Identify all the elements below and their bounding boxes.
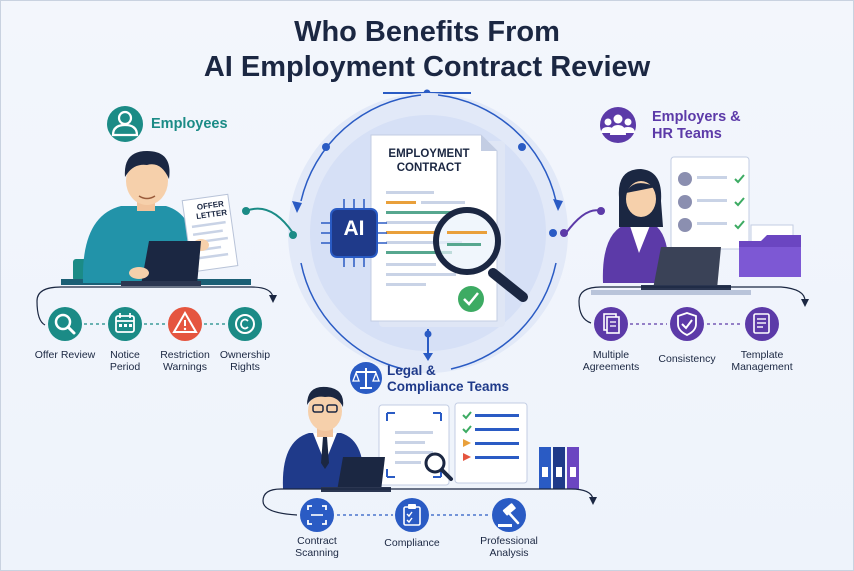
warning-icon	[168, 307, 202, 341]
gavel-icon	[492, 498, 526, 532]
employee-illustration	[61, 151, 251, 286]
employer-item-consistency: Consistency	[658, 353, 716, 365]
employees-heading: Employees	[151, 116, 228, 132]
check-badge-icon	[458, 286, 484, 312]
employee-item-notice-period: Notice Period	[109, 349, 141, 373]
template-icon	[745, 307, 779, 341]
ai-label: AI	[343, 217, 365, 240]
employees-icon	[107, 106, 143, 142]
legal-item-compliance: Compliance	[384, 537, 440, 549]
contract-document-title: EMPLOYMENT CONTRACT	[388, 148, 470, 174]
employer-item-multiple-agreements: Multiple Agreements	[582, 349, 640, 373]
scan-icon	[300, 498, 334, 532]
connectors	[242, 207, 605, 361]
calendar-icon	[108, 307, 142, 341]
magnifier-icon	[433, 207, 528, 302]
page-title-line-1: Who Benefits From	[294, 16, 560, 48]
employers-heading: Employers & HR Teams	[652, 109, 741, 142]
employee-item-restriction-warnings: Restriction Warnings	[160, 349, 210, 373]
legal-flow-lines	[262, 488, 597, 516]
legal-illustration	[282, 386, 579, 492]
legal-item-contract-scanning: Contract Scanning	[295, 535, 339, 559]
employee-item-offer-review: Offer Review	[34, 349, 96, 361]
clipboard-check-icon	[395, 498, 429, 532]
employer-item-template-management: Template Management	[731, 349, 793, 373]
employee-item-ownership-rights: Ownership Rights	[219, 349, 271, 373]
ai-chip-icon	[321, 199, 387, 267]
employer-illustration	[591, 156, 801, 295]
employer-flow-lines	[578, 286, 809, 325]
copyright-icon	[228, 307, 262, 341]
legal-item-professional-analysis: Professional Analysis	[480, 535, 538, 559]
legal-heading: Legal & Compliance Teams	[387, 363, 510, 394]
documents-icon	[594, 307, 628, 341]
scales-icon	[350, 362, 382, 394]
team-icon	[600, 107, 636, 143]
offer-review-icon	[48, 307, 82, 341]
page-title-line-2: AI Employment Contract Review	[203, 51, 651, 83]
shield-check-icon	[670, 307, 704, 341]
employee-flow-lines	[36, 286, 277, 326]
